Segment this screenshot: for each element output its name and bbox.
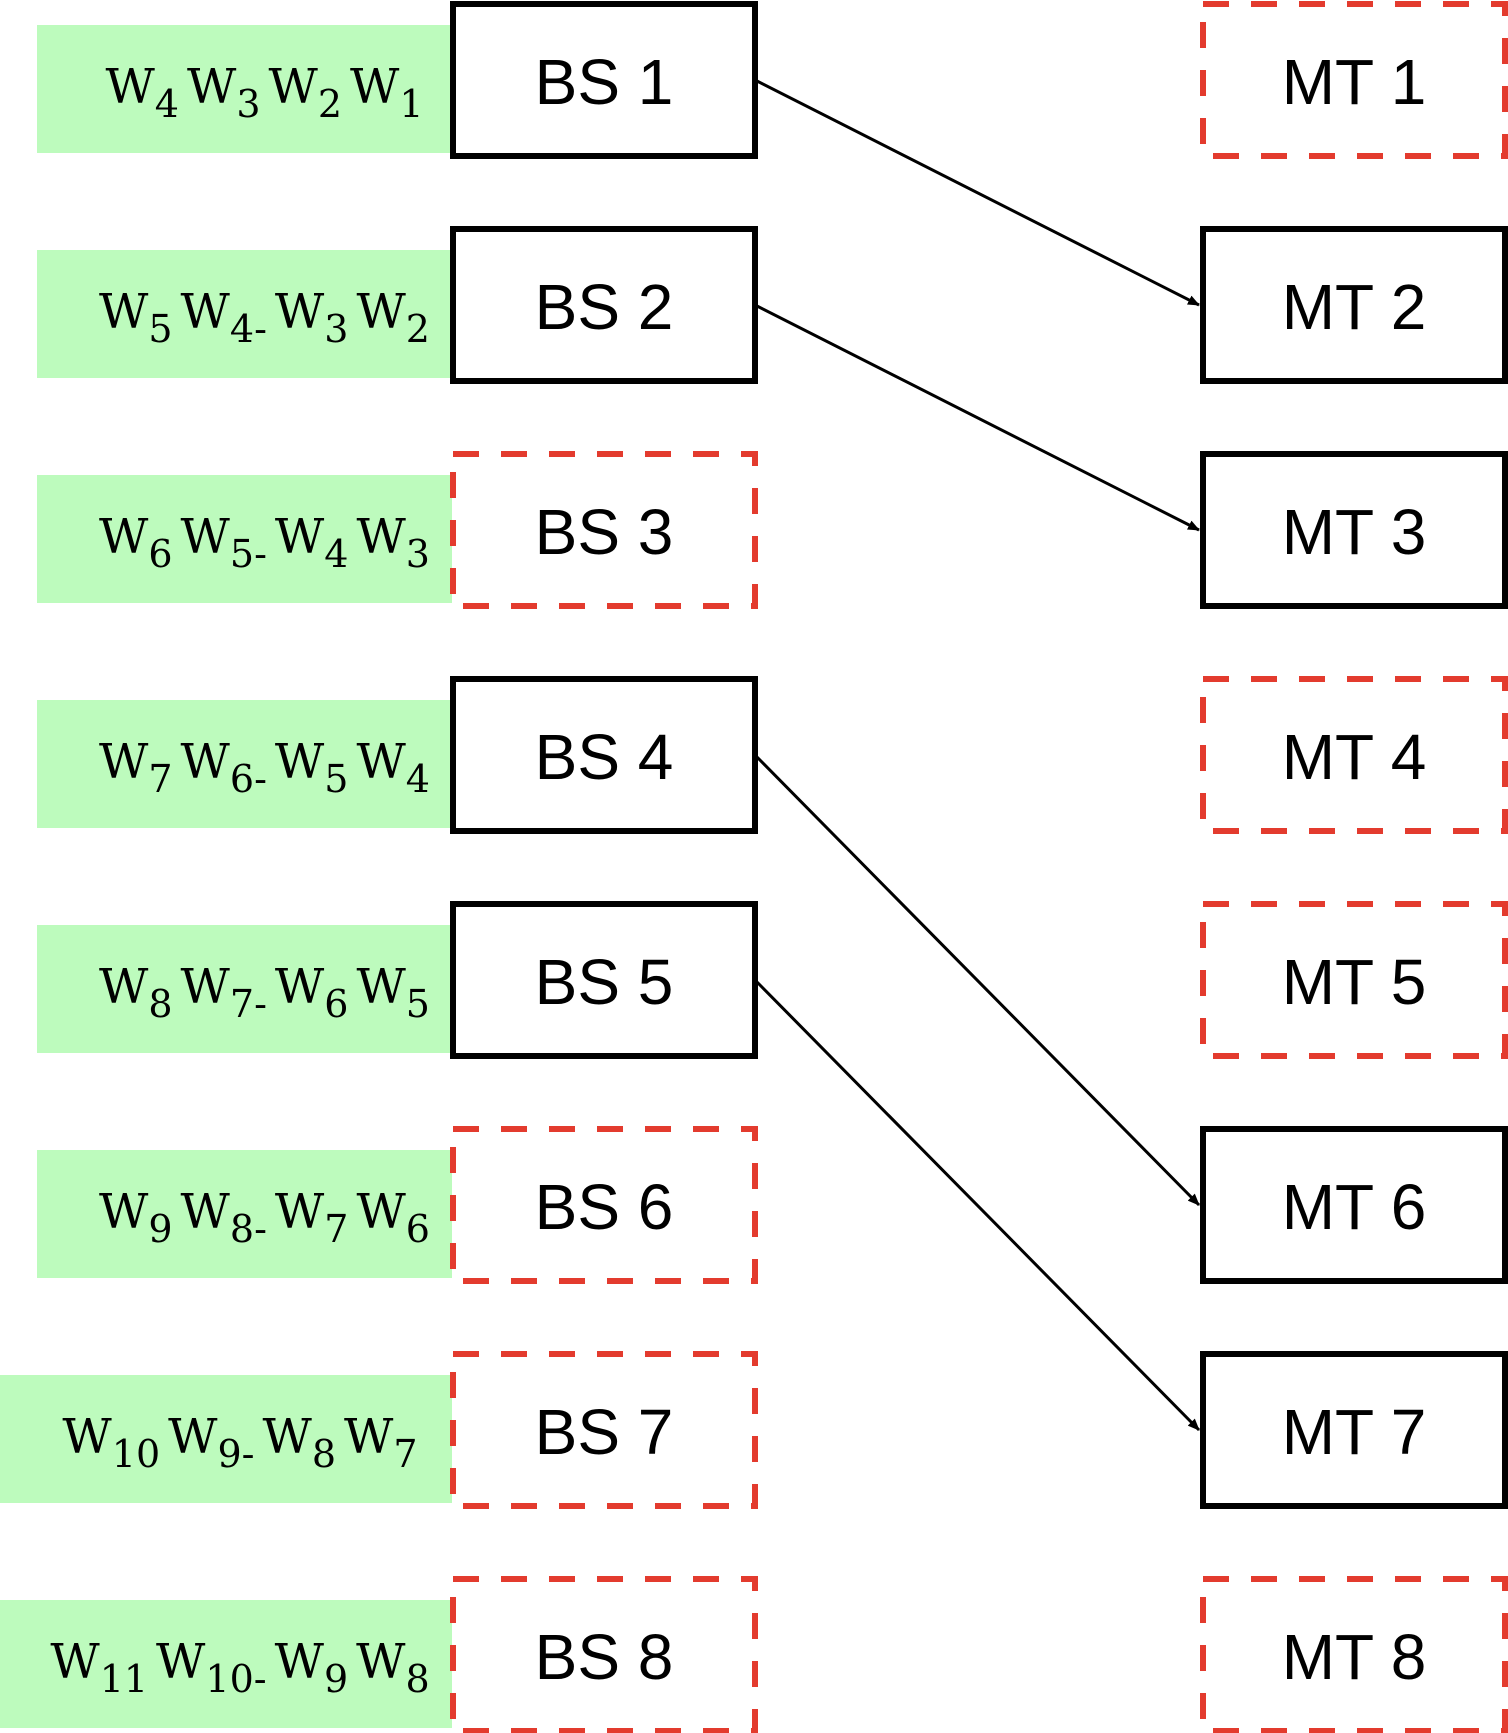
node-label: BS 5	[535, 946, 674, 1018]
active-box	[450, 226, 758, 384]
inactive-box	[450, 451, 758, 609]
weight-background	[37, 925, 452, 1053]
inactive-box	[1200, 676, 1508, 834]
base-station-4: BS 4	[450, 676, 758, 834]
base-station-2: BS 2	[450, 226, 758, 384]
node-label: BS 1	[535, 46, 674, 118]
active-box	[450, 1, 758, 159]
terminal-3: MT 3	[1200, 451, 1508, 609]
node-label: MT 6	[1282, 1171, 1427, 1243]
active-box	[1200, 1351, 1508, 1509]
link-arrow	[754, 78, 1200, 307]
weight-background	[37, 475, 452, 603]
inactive-box	[1200, 1576, 1508, 1733]
link-arrows	[753, 78, 1201, 1432]
node-label: BS 3	[535, 496, 674, 568]
link-arrow	[753, 978, 1201, 1432]
node-label: BS 8	[535, 1621, 674, 1693]
weight-background	[37, 1150, 452, 1278]
node-label: BS 4	[535, 721, 674, 793]
base-station-7: BS 7	[450, 1351, 758, 1509]
node-label: MT 2	[1282, 271, 1427, 343]
node-label: MT 1	[1282, 46, 1427, 118]
base-station-column: BS 1 BS 2 BS 3 BS 4 BS 5 BS 6 BS 7 BS 8	[450, 1, 758, 1733]
inactive-box	[1200, 901, 1508, 1059]
active-box	[450, 901, 758, 1059]
weight-background	[37, 25, 452, 153]
terminal-8: MT 8	[1200, 1576, 1508, 1733]
base-station-5: BS 5	[450, 901, 758, 1059]
node-label: MT 3	[1282, 496, 1427, 568]
node-label: BS 7	[535, 1396, 674, 1468]
terminal-4: MT 4	[1200, 676, 1508, 834]
inactive-box	[1200, 1, 1508, 159]
base-station-1: BS 1	[450, 1, 758, 159]
terminal-7: MT 7	[1200, 1351, 1508, 1509]
node-label: MT 8	[1282, 1621, 1427, 1693]
node-label: BS 6	[535, 1171, 674, 1243]
node-label: BS 2	[535, 271, 674, 343]
base-station-6: BS 6	[450, 1126, 758, 1284]
active-box	[1200, 1126, 1508, 1284]
terminal-column: MT 1 MT 2 MT 3 MT 4 MT 5 MT 6 MT 7 MT 8	[1200, 1, 1508, 1733]
node-label: MT 4	[1282, 721, 1427, 793]
node-label: MT 5	[1282, 946, 1427, 1018]
base-station-8: BS 8	[450, 1576, 758, 1733]
terminal-2: MT 2	[1200, 226, 1508, 384]
link-arrow	[754, 303, 1200, 532]
active-box	[1200, 451, 1508, 609]
terminal-1: MT 1	[1200, 1, 1508, 159]
terminal-6: MT 6	[1200, 1126, 1508, 1284]
weight-background	[37, 700, 452, 828]
inactive-box	[450, 1576, 758, 1733]
base-station-3: BS 3	[450, 451, 758, 609]
inactive-box	[450, 1126, 758, 1284]
link-arrow	[753, 753, 1201, 1207]
inactive-box	[450, 1351, 758, 1509]
node-label: MT 7	[1282, 1396, 1427, 1468]
weight-background	[37, 250, 452, 378]
weight-background	[0, 1375, 452, 1503]
weight-background	[0, 1600, 452, 1728]
active-box	[450, 676, 758, 834]
active-box	[1200, 226, 1508, 384]
terminal-5: MT 5	[1200, 901, 1508, 1059]
